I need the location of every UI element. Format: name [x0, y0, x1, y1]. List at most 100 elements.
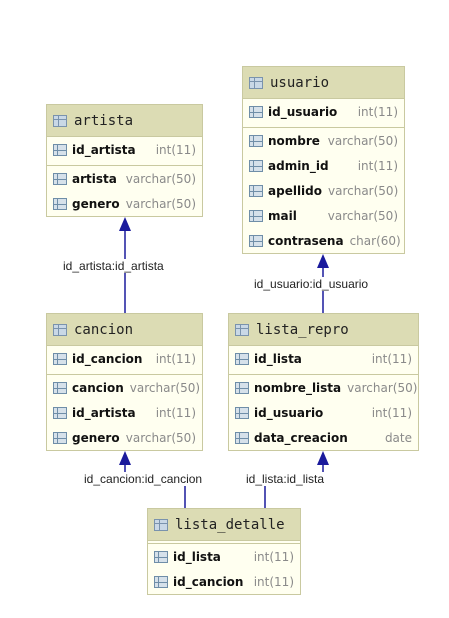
- column-row[interactable]: id_artista int(11): [47, 400, 202, 425]
- column-type: int(11): [253, 574, 294, 589]
- column-row[interactable]: data_creacion date: [229, 425, 418, 450]
- table-name: lista_detalle: [175, 516, 285, 533]
- column-type: char(60): [349, 233, 401, 248]
- column-type: int(11): [371, 405, 412, 420]
- arrow-lista-repro: [317, 451, 329, 465]
- column-row[interactable]: id_cancion int(11): [47, 346, 202, 371]
- column-icon: [53, 406, 67, 419]
- column-name: genero: [72, 430, 120, 445]
- column-type: int(11): [371, 351, 412, 366]
- table-icon: [235, 323, 249, 336]
- divider: [148, 541, 300, 544]
- column-icon: [249, 184, 263, 197]
- column-row[interactable]: genero varchar(50): [47, 425, 202, 450]
- table-icon: [53, 323, 67, 336]
- relation-label-cancion: id_cancion:id_cancion: [84, 472, 203, 486]
- column-row[interactable]: id_usuario int(11): [229, 400, 418, 425]
- column-name: apellido: [268, 183, 322, 198]
- table-header[interactable]: lista_detalle: [148, 509, 300, 541]
- column-type: varchar(50): [125, 171, 196, 186]
- arrow-cancion: [119, 451, 131, 465]
- divider: [47, 371, 202, 375]
- table-name: artista: [74, 112, 134, 129]
- column-icon: [249, 234, 263, 247]
- column-type: int(11): [357, 104, 398, 119]
- column-icon: [249, 209, 263, 222]
- column-row[interactable]: id_usuario int(11): [243, 99, 404, 124]
- column-type: int(11): [155, 142, 196, 157]
- column-name: id_artista: [72, 142, 136, 157]
- column-type: varchar(50): [328, 183, 399, 198]
- column-name: id_cancion: [173, 574, 244, 589]
- table-lista-detalle[interactable]: lista_detalle id_lista int(11) id_cancion…: [147, 508, 301, 595]
- column-row[interactable]: nombre_lista varchar(50): [229, 375, 418, 400]
- column-icon: [53, 381, 67, 394]
- column-type: int(11): [253, 549, 294, 564]
- arrow-artista: [119, 217, 131, 231]
- column-name: genero: [72, 196, 120, 211]
- column-type: varchar(50): [125, 196, 196, 211]
- column-row[interactable]: contrasena char(60): [243, 228, 404, 253]
- column-name: artista: [72, 171, 117, 186]
- column-icon: [235, 381, 249, 394]
- column-icon: [53, 197, 67, 210]
- arrow-usuario: [317, 254, 329, 268]
- column-icon: [53, 352, 67, 365]
- table-icon: [249, 76, 263, 89]
- column-name: contrasena: [268, 233, 344, 248]
- relation-label-lista: id_lista:id_lista: [246, 472, 325, 486]
- column-row[interactable]: apellido varchar(50): [243, 178, 404, 203]
- column-row[interactable]: nombre varchar(50): [243, 128, 404, 153]
- column-name: id_usuario: [254, 405, 324, 420]
- column-row[interactable]: id_artista int(11): [47, 137, 202, 162]
- column-icon: [249, 159, 263, 172]
- table-header[interactable]: usuario: [243, 67, 404, 99]
- column-icon: [53, 143, 67, 156]
- divider: [47, 162, 202, 166]
- column-icon: [53, 431, 67, 444]
- column-name: id_artista: [72, 405, 136, 420]
- table-name: lista_repro: [256, 321, 349, 338]
- column-name: data_creacion: [254, 430, 348, 445]
- column-row[interactable]: id_cancion int(11): [148, 569, 300, 594]
- column-type: int(11): [357, 158, 398, 173]
- column-icon: [53, 172, 67, 185]
- column-name: id_lista: [254, 351, 302, 366]
- column-type: varchar(50): [327, 208, 398, 223]
- column-type: date: [384, 430, 412, 445]
- column-name: id_cancion: [72, 351, 143, 366]
- table-header[interactable]: lista_repro: [229, 314, 418, 346]
- column-icon: [154, 550, 168, 563]
- column-type: int(11): [155, 351, 196, 366]
- column-name: id_usuario: [268, 104, 338, 119]
- column-icon: [249, 105, 263, 118]
- column-icon: [235, 406, 249, 419]
- column-row[interactable]: genero varchar(50): [47, 191, 202, 216]
- table-artista[interactable]: artista id_artista int(11) artista varchar…: [46, 104, 203, 217]
- column-name: nombre_lista: [254, 380, 342, 395]
- column-name: nombre: [268, 133, 320, 148]
- table-icon: [154, 518, 168, 531]
- table-lista-repro[interactable]: lista_repro id_lista int(11) nombre_lista…: [228, 313, 419, 451]
- relation-label-artista: id_artista:id_artista: [63, 259, 164, 273]
- column-type: varchar(50): [327, 133, 398, 148]
- table-usuario[interactable]: usuario id_usuario int(11) nombre varchar(…: [242, 66, 405, 254]
- column-icon: [154, 575, 168, 588]
- column-type: varchar(50): [125, 430, 196, 445]
- table-header[interactable]: artista: [47, 105, 202, 137]
- column-type: varchar(50): [347, 380, 418, 395]
- column-type: varchar(50): [129, 380, 201, 395]
- column-row[interactable]: artista varchar(50): [47, 166, 202, 191]
- column-icon: [235, 352, 249, 365]
- column-icon: [249, 134, 263, 147]
- relation-label-usuario: id_usuario:id_usuario: [254, 277, 369, 291]
- column-type: int(11): [155, 405, 196, 420]
- column-row[interactable]: id_lista int(11): [229, 346, 418, 371]
- column-name: id_lista: [173, 549, 221, 564]
- table-header[interactable]: cancion: [47, 314, 202, 346]
- column-row[interactable]: id_lista int(11): [148, 544, 300, 569]
